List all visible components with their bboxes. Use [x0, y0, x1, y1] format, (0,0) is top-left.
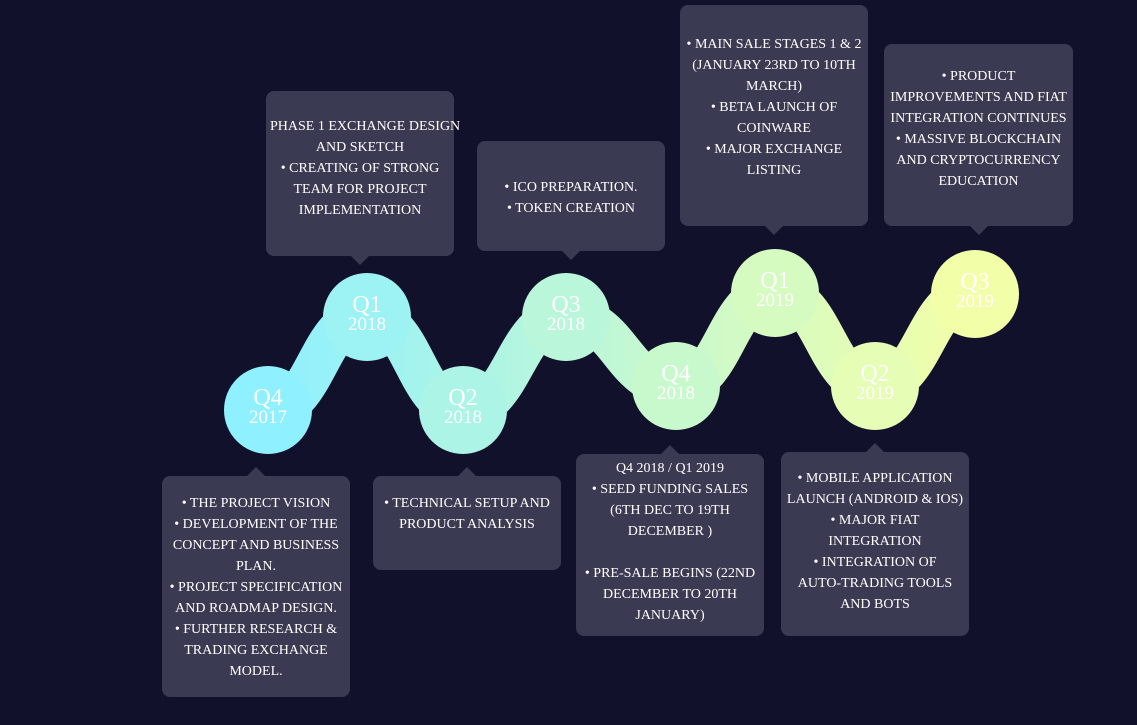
info-line: • MAJOR EXCHANGE	[705, 142, 843, 157]
info-line: EDUCATION	[938, 174, 1019, 189]
info-line: COINWARE	[737, 121, 811, 136]
info-line: • TECHNICAL SETUP AND	[384, 496, 550, 511]
info-line: LISTING	[746, 163, 802, 178]
milestone-quarter: Q2	[860, 361, 890, 387]
info-line: PLAN.	[235, 559, 277, 574]
milestone-year: 2019	[856, 383, 894, 404]
milestone-q1-2019: Q1 2019	[731, 249, 819, 337]
info-box-q4-2018: Q4 2018 / Q1 2019 • SEED FUNDING SALES (…	[576, 445, 764, 636]
milestone-q4-2017: Q4 2017	[224, 366, 312, 454]
info-box-q3-2019: • PRODUCT IMPROVEMENTS AND FIAT INTEGRAT…	[884, 44, 1073, 235]
milestone-year: 2018	[444, 407, 482, 428]
info-line: • FURTHER RESEARCH &	[174, 622, 338, 637]
info-line: (JANUARY 23RD TO 10TH	[692, 58, 856, 73]
milestone-year: 2017	[249, 407, 287, 428]
milestone-quarter: Q3	[551, 292, 581, 318]
info-line: TEAM FOR PROJECT	[293, 182, 427, 197]
info-line: DECEMBER TO 20TH	[602, 587, 738, 602]
info-line: • INTEGRATION OF	[813, 555, 937, 570]
info-box-q4-2017: • THE PROJECT VISION • DEVELOPMENT OF TH…	[162, 467, 350, 697]
info-line: • THE PROJECT VISION	[181, 496, 331, 511]
milestone-quarter: Q4	[253, 385, 283, 411]
info-line: AND SKETCH	[315, 140, 405, 155]
info-line: PHASE 1 EXCHANGE DESIGN	[270, 119, 461, 134]
milestone-year: 2019	[756, 290, 794, 311]
milestone-q3-2019: Q3 2019	[931, 250, 1019, 338]
info-box-q2-2019: • MOBILE APPLICATION LAUNCH (ANDROID & I…	[781, 443, 969, 636]
info-line: INTEGRATION CONTINUES	[890, 111, 1067, 126]
milestone-quarter: Q2	[448, 385, 478, 411]
milestone-quarter: Q1	[760, 268, 790, 294]
info-line: • MAIN SALE STAGES 1 & 2	[686, 37, 862, 52]
milestone-q2-2018: Q2 2018	[419, 366, 507, 454]
info-line: CONCEPT AND BUSINESS	[172, 538, 340, 553]
info-line: MARCH)	[745, 79, 802, 94]
info-line: • CREATING OF STRONG	[280, 161, 440, 176]
info-line: • SEED FUNDING SALES	[591, 482, 749, 497]
milestone-quarter: Q3	[960, 269, 990, 295]
milestone-year: 2019	[956, 291, 994, 312]
info-line: AUTO-TRADING TOOLS	[797, 576, 953, 591]
info-line: • PRODUCT	[941, 69, 1016, 84]
info-line: AND BOTS	[840, 597, 910, 612]
info-line: • MAJOR FIAT	[830, 513, 920, 528]
info-line: DECEMBER )	[627, 524, 713, 539]
milestone-year: 2018	[657, 383, 695, 404]
milestone-q2-2019: Q2 2019	[831, 342, 919, 430]
info-line: AND CRYPTOCURRENCY	[896, 153, 1061, 168]
info-line: • ICO PREPARATION.	[504, 180, 638, 195]
info-line: TRADING EXCHANGE	[184, 643, 328, 658]
milestone-quarter: Q1	[352, 292, 382, 318]
info-line: INTEGRATION	[828, 534, 922, 549]
milestone-quarter: Q4	[661, 361, 691, 387]
milestone-year: 2018	[547, 314, 585, 335]
info-line: • PRE-SALE BEGINS (22ND	[584, 566, 756, 581]
info-line: PRODUCT ANALYSIS	[399, 517, 535, 532]
info-line: LAUNCH (ANDROID & IOS)	[786, 492, 964, 507]
info-line: • BETA LAUNCH OF	[710, 100, 838, 115]
info-line: Q4 2018 / Q1 2019	[615, 461, 725, 476]
info-box-q3-2018: • ICO PREPARATION. • TOKEN CREATION	[477, 141, 665, 260]
milestone-year: 2018	[348, 314, 386, 335]
info-line: • PROJECT SPECIFICATION	[169, 580, 343, 595]
info-box-q1-2019: • MAIN SALE STAGES 1 & 2 (JANUARY 23RD T…	[680, 5, 868, 235]
info-line: IMPROVEMENTS AND FIAT	[890, 90, 1067, 105]
info-line: • MOBILE APPLICATION	[797, 471, 953, 486]
info-spacer	[580, 542, 760, 563]
info-line: (6TH DEC TO 19TH	[610, 503, 730, 518]
info-box-q1-2018: PHASE 1 EXCHANGE DESIGN AND SKETCH • CRE…	[266, 91, 461, 265]
info-line: IMPLEMENTATION	[298, 203, 422, 218]
milestone-q3-2018: Q3 2018	[522, 273, 610, 361]
info-line: AND ROADMAP DESIGN.	[175, 601, 337, 616]
milestone-q1-2018: Q1 2018	[323, 273, 411, 361]
info-line: • TOKEN CREATION	[506, 201, 636, 216]
milestone-q4-2018: Q4 2018	[632, 342, 720, 430]
info-line: • MASSIVE BLOCKCHAIN	[895, 132, 1062, 147]
info-line: JANUARY)	[635, 608, 705, 623]
info-line: MODEL.	[229, 664, 283, 679]
info-box-q2-2018: • TECHNICAL SETUP AND PRODUCT ANALYSIS	[373, 467, 561, 570]
info-line: • DEVELOPMENT OF THE	[174, 517, 338, 532]
